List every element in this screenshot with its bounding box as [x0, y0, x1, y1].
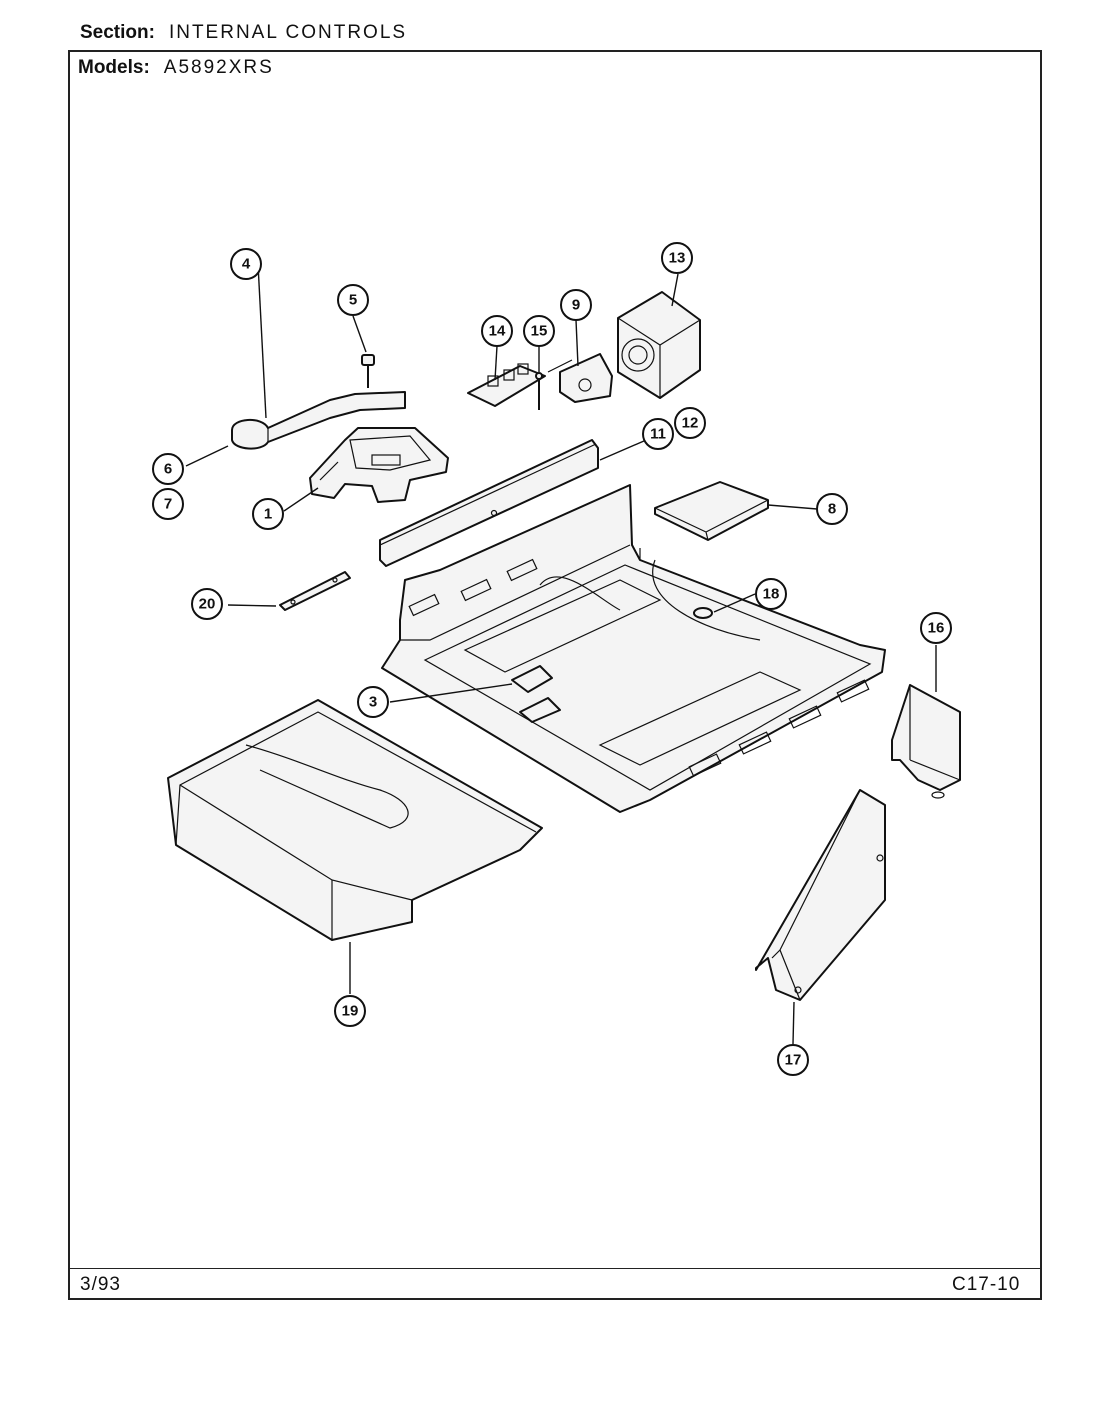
callout-8: 8 — [816, 493, 848, 525]
part-front-tray — [167, 699, 543, 941]
callout-7: 7 — [152, 488, 184, 520]
part-board-screw — [535, 372, 543, 410]
svg-text:18: 18 — [763, 586, 780, 603]
svg-text:13: 13 — [669, 250, 686, 267]
callout-3: 3 — [357, 686, 389, 718]
part-relay — [547, 353, 613, 403]
leader-lines — [185, 263, 937, 1045]
svg-text:9: 9 — [572, 297, 580, 314]
models-line: Models: A5892XRS — [78, 57, 274, 79]
callout-1: 1 — [252, 498, 284, 530]
callout-13: 13 — [661, 242, 693, 274]
svg-text:14: 14 — [489, 323, 506, 340]
part-side-bracket — [891, 684, 961, 799]
callout-14: 14 — [481, 315, 513, 347]
part-angle-bracket — [755, 789, 886, 1001]
part-chassis-tray — [381, 484, 886, 813]
svg-text:1: 1 — [264, 506, 272, 523]
models-value: A5892XRS — [163, 57, 274, 78]
svg-text:5: 5 — [349, 292, 357, 309]
svg-text:20: 20 — [199, 596, 216, 613]
callout-11: 11 — [642, 418, 674, 450]
svg-text:12: 12 — [682, 415, 699, 432]
part-strap — [279, 571, 351, 611]
callout-4: 4 — [230, 248, 262, 280]
callout-12: 12 — [674, 407, 706, 439]
svg-text:11: 11 — [650, 426, 666, 443]
section-value: INTERNAL CONTROLS — [168, 22, 408, 43]
part-circuit-board — [467, 363, 546, 407]
part-lever-arm — [231, 391, 406, 450]
footer-page-code: C17-10 — [952, 1274, 1021, 1295]
part-bracket-assembly — [309, 427, 449, 503]
section-line: Section: INTERNAL CONTROLS — [80, 22, 407, 44]
callout-15: 15 — [523, 315, 555, 347]
models-label: Models: — [78, 57, 150, 78]
svg-text:3: 3 — [369, 694, 377, 711]
svg-text:19: 19 — [342, 1003, 359, 1020]
svg-text:7: 7 — [164, 496, 172, 513]
footer-rule — [68, 1268, 1042, 1269]
svg-text:16: 16 — [928, 620, 945, 637]
svg-text:15: 15 — [531, 323, 548, 340]
callout-18: 18 — [755, 578, 787, 610]
svg-text:17: 17 — [785, 1052, 802, 1069]
part-long-bracket — [379, 439, 599, 567]
callout-9: 9 — [560, 289, 592, 321]
callout-19: 19 — [334, 995, 366, 1027]
callout-5: 5 — [337, 284, 369, 316]
svg-text:6: 6 — [164, 461, 172, 478]
callout-16: 16 — [920, 612, 952, 644]
callout-17: 17 — [777, 1044, 809, 1076]
diagram-frame — [68, 50, 1042, 1300]
callout-6: 6 — [152, 453, 184, 485]
callout-20: 20 — [191, 588, 223, 620]
footer-date: 3/93 — [80, 1274, 121, 1295]
part-cover-plate — [654, 481, 769, 541]
section-label: Section: — [80, 22, 155, 43]
part-fan-housing — [617, 291, 701, 399]
svg-text:8: 8 — [828, 501, 836, 518]
svg-text:4: 4 — [242, 256, 251, 273]
part-screw — [361, 354, 375, 388]
